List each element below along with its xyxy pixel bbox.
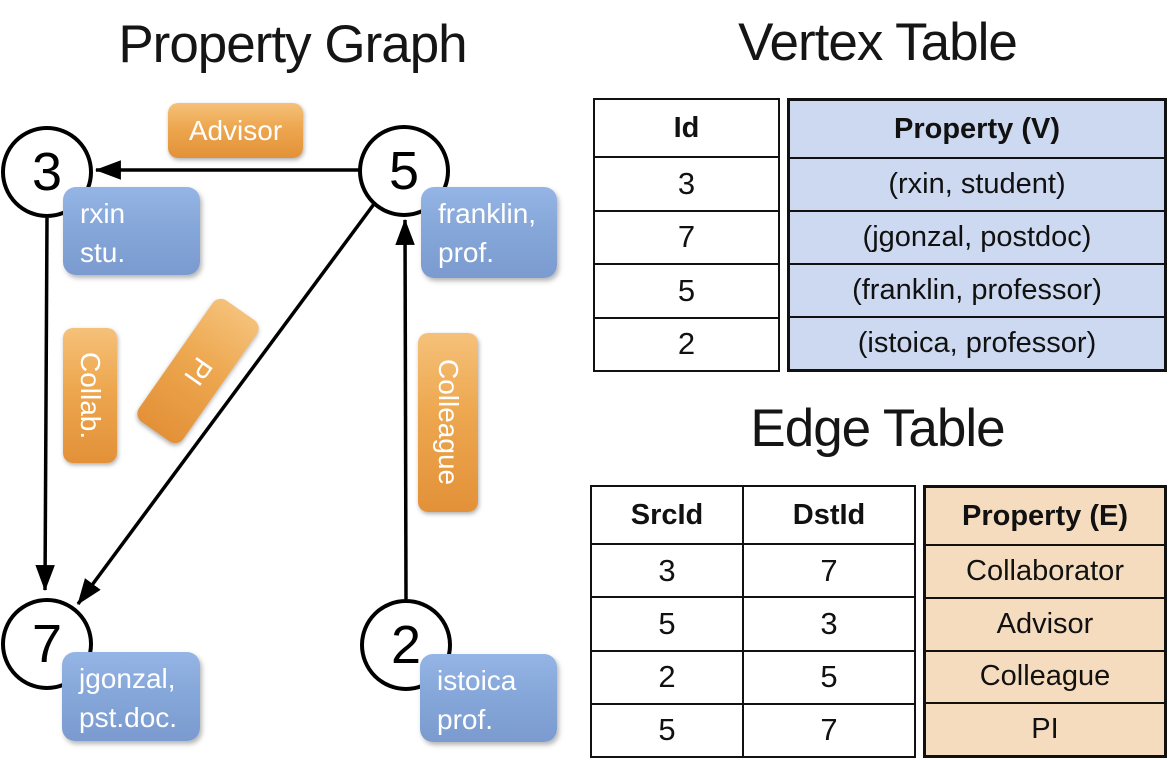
vertex-table-property-cell: (franklin, professor) <box>790 265 1164 318</box>
node-id-7: 7 <box>31 614 63 674</box>
vertex-property-line: prof. <box>437 704 494 736</box>
vertex-property-box-3: rxin stu. <box>63 187 200 275</box>
property-graph-title: Property Graph <box>118 15 467 74</box>
edge-table-id-row: 5 3 <box>592 598 914 652</box>
edge-table-id-columns: SrcId DstId 3 7 5 3 2 5 5 7 <box>590 485 916 758</box>
edge-colleague-2-to-5 <box>395 218 415 600</box>
vertex-table-property-cell: (jgonzal, postdoc) <box>790 212 1164 265</box>
vertex-property-line: franklin, <box>438 198 537 229</box>
vertex-table-id-cell: 2 <box>677 326 696 362</box>
vertex-table-id-cell: 5 <box>595 265 778 319</box>
node-id-5: 5 <box>388 141 420 201</box>
vertex-table-title: Vertex Table <box>738 13 1018 72</box>
vertex-table-property-header: Property (V) <box>790 101 1164 159</box>
vertex-table-id-cell: 3 <box>595 158 778 212</box>
edge-label-collab: Collab. <box>63 328 117 463</box>
edge-table-dstid-cell: 3 <box>742 598 914 650</box>
edge-table-dstid-cell: 7 <box>742 545 914 597</box>
vertex-property-box-5: franklin, prof. <box>421 187 557 278</box>
edge-label-pi-text: PI <box>178 351 219 392</box>
edge-table-id-header-row: SrcId DstId <box>592 487 914 545</box>
edge-label-collab-text: Collab. <box>75 351 106 440</box>
node-id-2: 2 <box>390 615 422 675</box>
edge-table-dstid-cell: 5 <box>742 651 914 703</box>
vertex-property-line: prof. <box>438 237 495 269</box>
edge-table-srcid-header: SrcId <box>630 498 704 531</box>
vertex-table-property-cell: (rxin, student) <box>790 159 1164 212</box>
edge-table-dstid-header: DstId <box>742 487 914 543</box>
edge-table-srcid-cell: 2 <box>658 659 676 695</box>
edge-table-dstid-cell: 7 <box>742 704 914 756</box>
edge-table-srcid-cell: 3 <box>658 552 676 588</box>
edge-table-property-cell: Advisor <box>926 599 1164 652</box>
edge-label-colleague-text: Colleague <box>433 359 464 486</box>
vertex-property-line: istoica <box>437 665 517 696</box>
edge-table-property-cell: Colleague <box>926 652 1164 705</box>
vertex-table-property-column: Property (V) (rxin, student) (jgonzal, p… <box>787 98 1167 372</box>
edge-table-srcid-cell: 5 <box>658 605 676 641</box>
edge-table-id-row: 3 7 <box>592 545 914 599</box>
vertex-table-id-header: Id <box>595 100 778 158</box>
vertex-property-line: rxin <box>80 198 126 229</box>
edge-label-colleague: Colleague <box>418 333 478 512</box>
edge-table-property-header: Property (E) <box>926 488 1164 546</box>
edge-table-title: Edge Table <box>750 399 1005 458</box>
node-id-3: 3 <box>31 142 63 202</box>
edge-label-advisor-text: Advisor <box>188 114 283 146</box>
edge-table-property-column: Property (E) Collaborator Advisor Collea… <box>923 485 1167 758</box>
edge-label-advisor: Advisor <box>168 103 303 158</box>
edge-collaborator-3-to-7 <box>35 217 55 592</box>
edge-table-property-cell: PI <box>1031 713 1059 746</box>
vertex-property-line: stu. <box>80 237 126 269</box>
vertex-property-line: jgonzal, <box>79 663 176 694</box>
vertex-property-box-7: jgonzal, pst.doc. <box>62 652 200 741</box>
vertex-property-line: pst.doc. <box>79 702 178 734</box>
edge-table-property-cell: Collaborator <box>926 546 1164 599</box>
vertex-table-id-column: Id 3 7 5 2 <box>593 98 780 372</box>
edge-table-srcid-cell: 5 <box>658 712 676 748</box>
vertex-table-property-cell: (istoica, professor) <box>857 327 1097 359</box>
vertex-property-box-2: istoica prof. <box>420 654 557 742</box>
edge-table-id-row: 2 5 <box>592 651 914 705</box>
vertex-table-id-cell: 7 <box>595 212 778 265</box>
edge-pi-5-to-7 <box>76 202 376 606</box>
edge-table-id-row: 5 7 <box>592 704 914 756</box>
